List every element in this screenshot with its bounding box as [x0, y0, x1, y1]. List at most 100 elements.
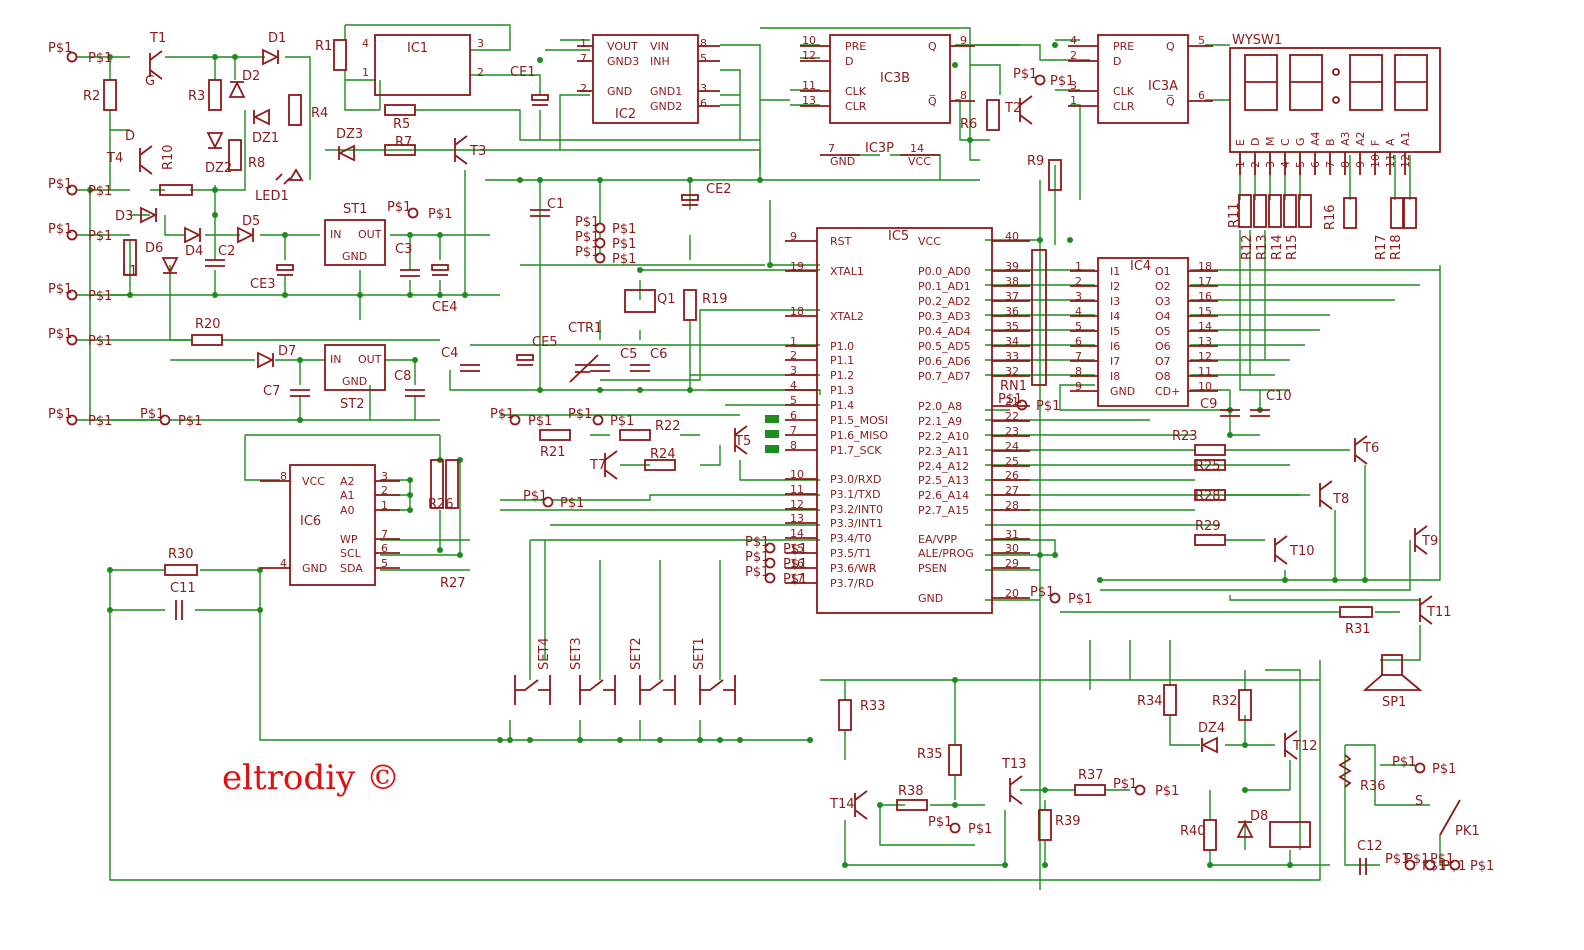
ic3p-label: IC3P	[865, 141, 894, 156]
st1-body	[324, 219, 386, 266]
st2-label: ST2	[340, 397, 364, 412]
ic2-left-pin: 7	[580, 52, 587, 65]
ic5-right-label: P2.7_A15	[918, 504, 969, 517]
display-seg-label: A4	[1309, 131, 1322, 146]
resistor	[1163, 684, 1177, 716]
transistor	[1354, 435, 1368, 465]
push-switch	[699, 675, 736, 705]
st1-label: ST1	[343, 202, 367, 217]
ic5-left-pin: 19	[790, 260, 804, 273]
connector-pad	[66, 289, 78, 301]
label-r33: R33	[860, 699, 886, 714]
ic1-pin-1: 1	[362, 66, 369, 79]
label-d3: D3	[115, 209, 133, 224]
label-r4: R4	[311, 106, 328, 121]
electrolytic-capacitor	[431, 264, 449, 271]
ic5-right-pin: 26	[1005, 469, 1019, 482]
connector-pad	[592, 414, 604, 426]
ic2-left-label: VOUT	[607, 40, 638, 53]
display-seg-label: A	[1384, 138, 1397, 146]
ic5-right-label: P2.2_A10	[918, 430, 969, 443]
ic3p-gnd: GND	[830, 155, 855, 168]
ic2-left-pin: 1	[580, 37, 587, 50]
ic5-right-label: P2.4_A12	[918, 460, 969, 473]
connector-pad	[1049, 592, 1061, 604]
label-dz1: DZ1	[252, 131, 279, 146]
connector-pad	[1034, 74, 1046, 86]
ic5-right-pin: 33	[1005, 350, 1019, 363]
label-r21: R21	[540, 445, 566, 460]
connector-pad	[1016, 399, 1028, 411]
ic5-left-pin: 18	[790, 305, 804, 318]
label-c9: C9	[1200, 397, 1217, 412]
pad-label-left: P$1	[1030, 585, 1054, 600]
label-r6: R6	[960, 117, 977, 132]
label-r40: R40	[1180, 824, 1206, 839]
ic1-label: IC1	[407, 41, 428, 56]
resistor	[384, 104, 416, 116]
ic5-right-label: EA/VPP	[918, 533, 957, 546]
label-ctr1: CTR1	[568, 321, 602, 336]
label-g: G	[145, 74, 155, 89]
label-s: S	[1415, 794, 1423, 809]
label-r28: R28	[1195, 489, 1221, 504]
ic2-left-pin: 2	[580, 82, 587, 95]
resistor	[1048, 159, 1062, 191]
electrolytic-capacitor	[516, 354, 534, 361]
connector-pad	[594, 222, 606, 234]
ic5-right-label: P0.7_AD7	[918, 370, 971, 383]
label-r2: R2	[83, 89, 100, 104]
ic4-right-label: CD+	[1155, 385, 1180, 398]
ic3b-right-pin: 8	[960, 89, 967, 102]
ic5-right-label: P2.3_A11	[918, 445, 969, 458]
resistor	[838, 699, 852, 731]
ic5-right-pin: 38	[1005, 275, 1019, 288]
diode	[184, 226, 202, 244]
ic5-right-pin: 39	[1005, 260, 1019, 273]
label-c11: C11	[170, 581, 196, 596]
capacitor-c12	[1359, 858, 1367, 875]
resistor	[1203, 819, 1217, 851]
label-r20: R20	[195, 317, 221, 332]
connector-pad	[66, 414, 78, 426]
label-r11: R11	[1227, 202, 1242, 228]
resistor	[288, 94, 302, 126]
ic5-left-label: XTAL1	[830, 265, 864, 278]
label-r25: R25	[1195, 459, 1221, 474]
label-r30: R30	[168, 547, 194, 562]
relay-pk1-coil	[1269, 821, 1311, 848]
ic5-left-pin: 4	[790, 379, 797, 392]
pad-label-left: P$1	[745, 550, 769, 565]
ic4-right-label: O8	[1155, 370, 1171, 383]
display-seg-label: A1	[1399, 131, 1412, 146]
ic3p-vcc-pin: 14	[910, 142, 924, 155]
ic5-right-label: P0.6_AD6	[918, 355, 971, 368]
label-c3: C3	[395, 242, 412, 257]
ic5-left-pin: 13	[790, 512, 804, 525]
pad-label-left: P$1	[48, 177, 72, 192]
ic5-right-pin: 23	[1005, 425, 1019, 438]
label-t3: T3	[469, 144, 486, 159]
ic6-right-pin: 5	[381, 557, 388, 570]
ic2-right-label: VIN	[650, 40, 669, 53]
ic4-left-label: I7	[1110, 355, 1120, 368]
ic6-right-label: SCL	[340, 547, 362, 560]
ic4-left-pin: 3	[1075, 290, 1082, 303]
ic4-left-label: I4	[1110, 310, 1120, 323]
label-r14: R14	[1270, 234, 1285, 260]
ic3b-left-label: PRE	[845, 40, 866, 53]
label-r3: R3	[188, 89, 205, 104]
capacitor	[460, 364, 480, 372]
push-switch	[514, 675, 551, 705]
label-l1: L1	[122, 264, 138, 279]
pad-label-right: P$1	[1155, 784, 1179, 799]
pad-label-left: P$1	[928, 815, 952, 830]
ic5-right-pin: 31	[1005, 528, 1019, 541]
ic3b-right-pin: 9	[960, 34, 967, 47]
label-d4: D4	[185, 244, 203, 259]
ic4-left-label: I5	[1110, 325, 1120, 338]
label-r29: R29	[1195, 519, 1221, 534]
pad-label-left: P$1	[1385, 852, 1409, 867]
